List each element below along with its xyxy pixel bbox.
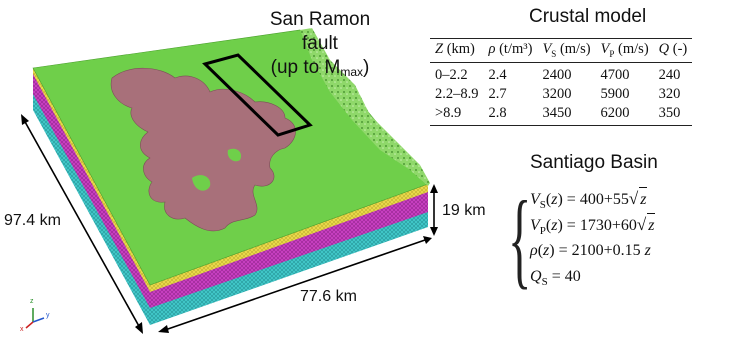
column-header: VP (m/s) (595, 38, 654, 63)
axis-triad (25, 308, 45, 329)
table-cell: 2400 (542, 66, 572, 83)
table-cell: 350 (653, 103, 693, 126)
table-cell: 6200 (595, 103, 654, 126)
crustal-model-table: Z (km)ρ (t/m³)VS (m/s)VP (m/s)Q (-) 0–2.… (430, 38, 693, 126)
left-brace: { (508, 180, 532, 299)
column-header: ρ (t/m³) (483, 38, 538, 63)
santiago-basin-title: Santiago Basin (530, 152, 658, 173)
table-cell: 2.4 (488, 66, 507, 83)
table-header-row: Z (km)ρ (t/m³)VS (m/s)VP (m/s)Q (-) (430, 38, 693, 63)
length-dimension (21, 114, 143, 334)
width-label: 77.6 km (300, 288, 357, 305)
basin-equation: VS(z) = 400+55√z (530, 187, 648, 212)
depth-dimension (430, 184, 438, 236)
axis-label-x: x (20, 326, 24, 333)
table-cell: >8.9 (430, 103, 484, 126)
table-cell: 4700 (600, 66, 630, 83)
mountain-strip (300, 28, 430, 186)
table-row: 2.2–8.9 2.7 3200 5900 320 (430, 85, 692, 104)
basin-inlier (227, 148, 242, 162)
fault-label: San Ramon fault (up to Mmax) (262, 8, 378, 84)
depth-label: 19 km (442, 202, 486, 219)
table-cell: 2.2–8.9 (435, 85, 479, 102)
table-cell: 5900 (600, 85, 630, 102)
model-front-face (150, 184, 428, 325)
column-header: Q (-) (653, 38, 693, 63)
model-left-face (33, 68, 150, 325)
table-cell: 2.8 (483, 103, 538, 126)
column-header: VS (m/s) (537, 38, 596, 63)
table-row: 0–2.2 2.4 2400 4700 240 (430, 62, 692, 85)
fault-label-line3: (up to Mmax) (270, 57, 370, 79)
length-label: 97.4 km (4, 212, 61, 229)
axis-label-y: y (46, 312, 50, 319)
basin-equation: VP(z) = 1730+60√z (530, 213, 656, 238)
fault-label-line1: San Ramon (269, 9, 371, 30)
fault-label-line2: fault (302, 33, 338, 54)
san-ramon-fault-box (202, 53, 313, 137)
table-cell: 3200 (542, 85, 572, 102)
column-header: Z (km) (430, 38, 484, 63)
table-cell: 3450 (537, 103, 596, 126)
axis-label-z: z (30, 298, 34, 305)
basin-inlier (192, 175, 211, 191)
width-dimension (158, 236, 432, 333)
table-cell: 240 (658, 66, 681, 83)
table-cell: 320 (658, 85, 681, 102)
table-cell: 0–2.2 (435, 66, 468, 83)
crustal-model-title: Crustal model (529, 6, 647, 27)
basin-equation: QS = 40 (530, 268, 581, 289)
basin-equation: ρ(z) = 2100+0.15 z (530, 242, 651, 259)
table-cell: 2.7 (488, 85, 507, 102)
